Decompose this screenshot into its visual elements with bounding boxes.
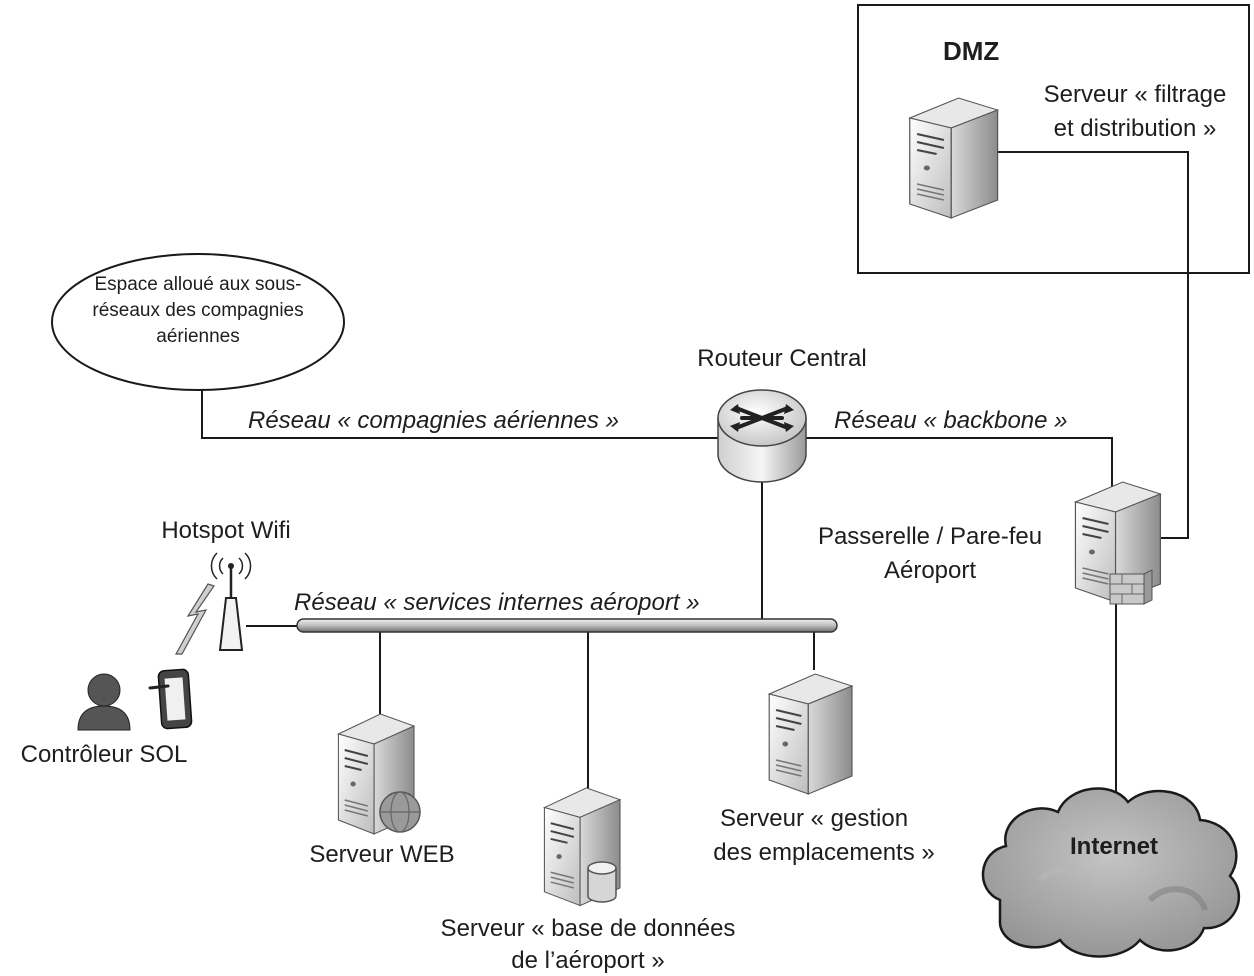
database-server-icon bbox=[543, 786, 622, 907]
user-icon bbox=[77, 673, 131, 731]
wifi-antenna-icon bbox=[210, 552, 252, 651]
dmz-server-label-line2: et distribution » bbox=[1053, 115, 1217, 142]
slots-server-label-line1: Serveur « gestion bbox=[719, 805, 909, 832]
dmz-zone-frame bbox=[857, 4, 1250, 274]
web-server-icon bbox=[337, 712, 421, 836]
airline-space-line1: Espace alloué aux sous- bbox=[94, 274, 302, 295]
dmz-server-label-line1: Serveur « filtrage bbox=[1043, 81, 1227, 108]
airline-space-line2: réseaux des compagnies bbox=[92, 300, 304, 321]
connection-lines bbox=[201, 151, 1189, 800]
internet-label: Internet bbox=[1069, 833, 1159, 860]
wireless-link-icon bbox=[174, 583, 215, 655]
db-server-label-line1: Serveur « base de données bbox=[440, 915, 736, 942]
controller-label: Contrôleur SOL bbox=[20, 741, 188, 768]
dmz-server-icon bbox=[908, 96, 999, 220]
backbone-network-label: Réseau « backbone » bbox=[834, 407, 1068, 434]
hotspot-label: Hotspot Wifi bbox=[161, 517, 291, 544]
router-icon bbox=[717, 389, 807, 483]
internal-network-bus bbox=[296, 618, 838, 633]
backbone-network-line bbox=[802, 437, 1113, 490]
airlines-network-label: Réseau « compagnies aériennes » bbox=[248, 407, 619, 434]
tablet-icon bbox=[148, 668, 193, 730]
web-server-label: Serveur WEB bbox=[309, 841, 455, 868]
internal-network-label: Réseau « services internes aéroport » bbox=[294, 589, 700, 616]
dmz-title: DMZ bbox=[943, 36, 1000, 66]
router-label: Routeur Central bbox=[697, 345, 867, 372]
airline-space-bubble bbox=[51, 253, 345, 391]
slots-server-label-line2: des emplacements » bbox=[713, 839, 935, 866]
gateway-label-line2: Aéroport bbox=[883, 557, 977, 584]
dmz-link-line bbox=[996, 151, 1189, 539]
gateway-label-line1: Passerelle / Pare-feu bbox=[817, 523, 1043, 550]
db-server-label-line2: de l’aéroport » bbox=[511, 947, 665, 974]
gateway-firewall-icon bbox=[1074, 480, 1162, 605]
airline-space-line3: aériennes bbox=[156, 326, 240, 347]
slots-server-icon bbox=[768, 672, 854, 796]
internet-cloud-icon bbox=[981, 787, 1241, 958]
airlines-network-line bbox=[201, 390, 718, 439]
